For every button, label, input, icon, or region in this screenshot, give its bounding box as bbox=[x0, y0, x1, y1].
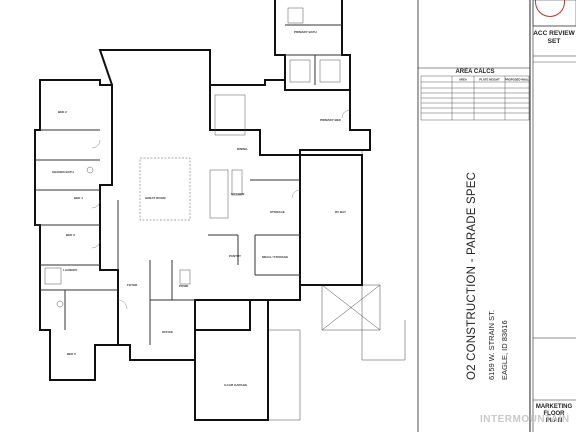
sheet-title-line-2: FLOOR bbox=[543, 411, 565, 417]
watermark: INTERMOUNTAIN bbox=[480, 414, 570, 425]
address-line-2: EAGLE, ID 83616 bbox=[500, 320, 509, 380]
room-label-laundry: LAUNDRY bbox=[63, 268, 78, 272]
room-label-shared-bath: SHARED BATH bbox=[52, 170, 74, 174]
interior-walls bbox=[35, 24, 342, 345]
room-label-primary-bath: PRIMARY BATH bbox=[294, 30, 317, 34]
review-line-2: SET bbox=[547, 37, 561, 45]
room-label-great-room: GREAT ROOM bbox=[145, 196, 166, 200]
sheet-title: MARKETING FLOOR PLAN bbox=[532, 404, 576, 425]
review-line-1: ACC REVIEW bbox=[533, 30, 575, 37]
room-label-foyer: FOYER bbox=[127, 283, 138, 287]
room-label-pantry: PANTRY bbox=[229, 254, 241, 258]
room-label-office: OFFICE bbox=[162, 330, 173, 334]
door-swings bbox=[91, 109, 351, 310]
room-label-garage: 3-CAR GARAGE bbox=[224, 383, 248, 387]
area-calcs-header-2: PLATE HEIGHT bbox=[479, 78, 500, 82]
sheet-frame bbox=[417, 0, 576, 432]
room-label-bed3: BED 3 bbox=[66, 233, 75, 237]
room-label-dining: DINING bbox=[237, 147, 248, 151]
project-title: O2 CONSTRUCTION - PARADE SPEC bbox=[466, 171, 478, 380]
review-stamp: ACC REVIEW SET bbox=[533, 30, 575, 45]
fixtures bbox=[44, 7, 341, 308]
room-label-bed4: BED 4 bbox=[74, 196, 83, 200]
room-label-rv-bay: RV BAY bbox=[335, 210, 347, 214]
area-calcs-table bbox=[420, 75, 530, 121]
room-label-primary-bed: PRIMARY BED bbox=[320, 118, 341, 122]
sheet-title-line-3: PLAN bbox=[545, 418, 563, 424]
room-label-powder: POWD bbox=[179, 284, 189, 288]
room-label-kitchen: KITCHEN bbox=[231, 192, 245, 196]
room-label-mech-storage: MECH / STORAGE bbox=[262, 255, 289, 259]
room-label-bed5: BED 5 bbox=[67, 352, 76, 356]
room-label-bed2: BED 2 bbox=[58, 110, 67, 114]
area-calcs-title: AREA CALCS bbox=[455, 69, 495, 75]
area-calcs-header-1: AREA bbox=[459, 78, 467, 82]
sheet-title-line-1: MARKETING bbox=[535, 404, 573, 410]
room-label-storage: STORAGE bbox=[270, 210, 285, 214]
area-calcs-header-3: PROPOSED WALL bbox=[505, 78, 530, 82]
address-line-1: 6159 W. STRAIN ST. bbox=[487, 309, 496, 380]
